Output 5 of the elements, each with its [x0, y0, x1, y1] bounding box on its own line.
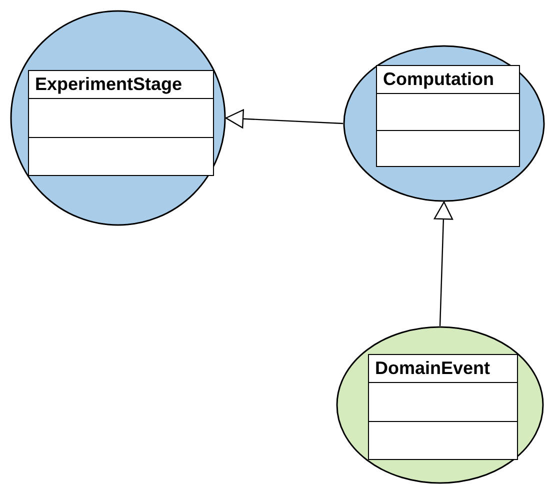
- class-box: DomainEvent: [368, 354, 518, 460]
- class-box: Computation: [376, 65, 520, 167]
- inheritance-arrow: [225, 109, 344, 128]
- inheritance-arrow: [434, 201, 454, 326]
- class-box: ExperimentStage: [28, 70, 214, 176]
